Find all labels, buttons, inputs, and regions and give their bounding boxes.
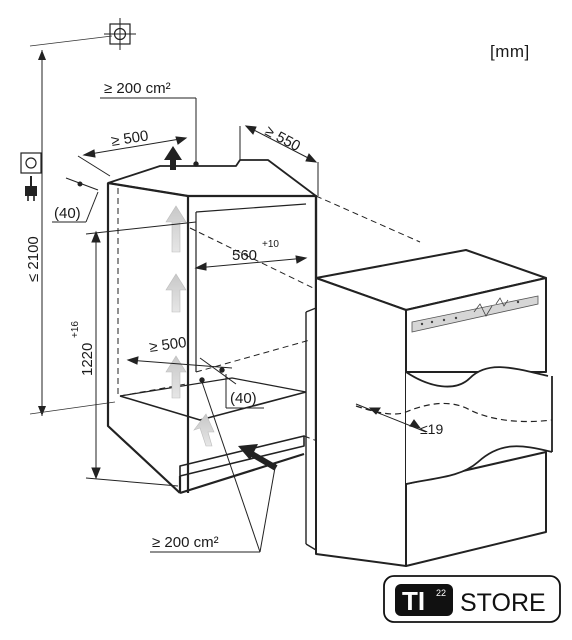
logo-mark: TI [402, 586, 425, 616]
top-vent-leader [100, 97, 199, 167]
total-height-dimension [29, 50, 116, 416]
logo-name: STORE [460, 589, 546, 617]
offset-top-dimension [52, 177, 99, 223]
power-socket-icon [20, 152, 42, 174]
top-vent-arrow [164, 146, 182, 170]
depth-side-label: ≥ 550 [262, 123, 303, 156]
top-vent-label: ≥ 200 cm² [104, 80, 171, 97]
bottom-vent-label: ≥ 200 cm² [152, 534, 219, 551]
target-icon [104, 18, 136, 50]
store-logo: TI 22 STORE [383, 575, 561, 623]
inner-height-dimension [85, 221, 197, 487]
depth-top-dimension [77, 136, 188, 177]
offset-top-label: (40) [54, 205, 81, 222]
airflow-arrow-icon [165, 205, 215, 447]
door-gap-label: ≤19 [420, 421, 443, 437]
door-gap-dimension [355, 403, 427, 433]
bottom-vent-leader [150, 381, 277, 553]
depth-top-label: ≥ 500 [110, 127, 150, 150]
floor-depth-label: ≥ 500 [148, 334, 187, 356]
niche-cabinet [106, 159, 318, 495]
logo-mark-sup: 22 [436, 588, 446, 598]
floor-depth-dimension [126, 356, 233, 369]
inner-width-tolerance: +10 [262, 239, 279, 250]
total-height-label: ≤ 2100 [25, 236, 42, 282]
cutaway-wave [355, 366, 556, 485]
depth-side-dimension [239, 125, 319, 196]
power-plug-icon [25, 176, 37, 201]
control-panel [411, 295, 539, 333]
logo-icon: TI 22 [395, 584, 453, 616]
inner-width-dimension [194, 255, 308, 271]
inner-width-label: 560 [232, 247, 257, 264]
units-label: [mm] [490, 42, 530, 61]
floor-offset-label: (40) [230, 390, 257, 407]
inner-height-label: 1220 [79, 343, 96, 376]
bottom-vent-arrow [238, 444, 278, 471]
floor-offset-dimension [199, 357, 264, 409]
inner-height-tolerance: +16 [70, 321, 81, 338]
